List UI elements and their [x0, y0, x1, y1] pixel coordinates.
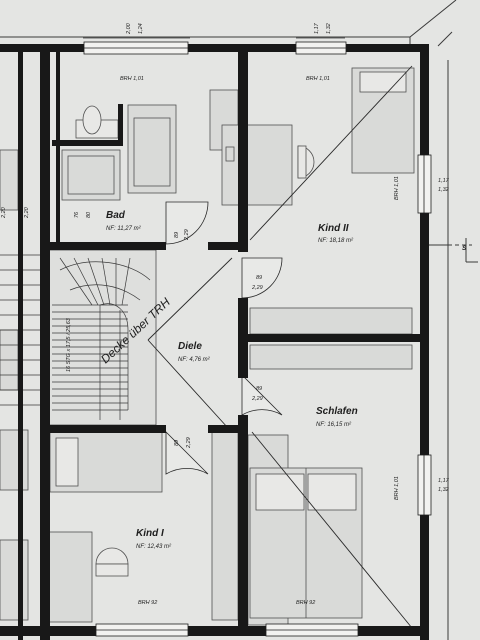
- room-area-kind-i: NF: 12,43 m²: [136, 544, 172, 550]
- door-swings: [165, 201, 283, 475]
- dim-door-schlafen-b: 2,29: [252, 396, 263, 402]
- dim-door-bad-b: 2,29: [184, 229, 190, 240]
- window-right-lower: [417, 454, 432, 516]
- stair-note: 16 STG x 17,5 / 25,63: [66, 318, 72, 372]
- dim-door-bad-a: 89: [174, 231, 180, 238]
- dim-door-schlafen-a: 89: [256, 386, 263, 392]
- room-area-kind-ii: NF: 18,18 m²: [318, 238, 354, 244]
- dim-top-right-b: 1,32: [326, 23, 332, 34]
- dim-door-kind2-a: 89: [256, 275, 263, 281]
- room-name-kind-i: Kind I: [136, 528, 164, 539]
- stair-winder: [73, 257, 99, 306]
- stair-winder: [101, 257, 111, 306]
- window-right-upper: [417, 154, 432, 214]
- bathtub: [127, 104, 177, 194]
- stair-winder: [87, 257, 105, 306]
- brh-bottom-mid: BRH 92: [138, 600, 158, 606]
- dim-left-a: 2,20: [1, 207, 7, 218]
- dim-right-upper-b: 1,32: [438, 187, 449, 193]
- chair-kind-i: [95, 547, 129, 565]
- brh-right-upper: BRH 1,01: [394, 176, 400, 200]
- dim-door-kind1-b: 2,29: [186, 437, 192, 448]
- brh-top-right: BRH 1,01: [306, 76, 330, 82]
- furniture: [0, 67, 415, 626]
- desk-kind-ii: [221, 124, 293, 206]
- room-name-bad: Bad: [106, 210, 125, 221]
- room-name-schlafen: Schlafen: [316, 406, 358, 417]
- dim-bad-76: 76: [74, 211, 80, 218]
- dim-top-left-a: 2,00: [126, 23, 132, 34]
- brh-bottom-right: BRH 92: [296, 600, 316, 606]
- room-area-bad: NF: 11,27 m²: [106, 226, 141, 232]
- dim-bad-80: 80: [86, 211, 92, 218]
- diagonal-lines: [147, 65, 413, 629]
- dim-door-kind1-a: 89: [174, 439, 180, 446]
- room-name-diele: Diele: [178, 341, 202, 352]
- wardrobe-strip: [249, 307, 413, 335]
- section-mark: S: [462, 245, 467, 252]
- dim-top-right-a: 1,17: [314, 23, 320, 34]
- dim-right-upper-a: 1,17: [438, 178, 449, 184]
- toilet: [82, 105, 102, 135]
- stair-winder: [59, 257, 93, 306]
- room-name-kind-ii: Kind II: [318, 223, 349, 234]
- dim-door-kind2-b: 2,29: [252, 285, 263, 291]
- desk-kind-i: [47, 531, 93, 623]
- dim-top-left-b: 1,24: [138, 23, 144, 34]
- windows: [83, 41, 432, 637]
- wardrobe-kind-i: [211, 431, 239, 621]
- room-area-diele: NF: 4,76 m²: [178, 357, 210, 363]
- brh-top-mid: BRH 1,01: [120, 76, 144, 82]
- room-area-schlafen: NF: 16,15 m²: [316, 422, 352, 428]
- walls: [0, 44, 429, 640]
- dim-left-b: 2,20: [24, 207, 30, 218]
- dim-right-lower-a: 1,17: [438, 478, 449, 484]
- dim-right-lower-b: 1,32: [438, 487, 449, 493]
- brh-right-lower: BRH 1,01: [394, 476, 400, 500]
- stair-winder: [121, 257, 131, 306]
